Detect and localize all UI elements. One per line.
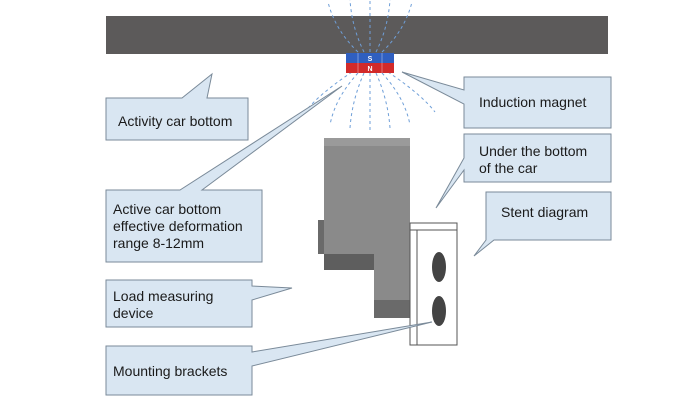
callout-mounting-brackets: Mounting brackets	[105, 321, 433, 396]
callout-load-line1: Load measuring	[113, 288, 213, 304]
magnet-south-pole	[346, 53, 394, 63]
callout-activity-car-bottom: Activity car bottom	[105, 72, 249, 141]
callout-activity-car-bottom-text: Activity car bottom	[118, 113, 232, 129]
stent-bracket	[409, 222, 458, 346]
callout-deformation-line1: Active car bottom	[113, 201, 221, 217]
magnet-north-label: N	[367, 66, 372, 73]
bracket-hole-lower	[432, 296, 446, 326]
callout-stent-diagram: Stent diagram	[473, 191, 612, 257]
load-measuring-device	[318, 138, 410, 318]
callout-under-bottom-line2: of the car	[479, 160, 538, 176]
magnet-north-pole	[346, 63, 394, 73]
magnet-south-label: S	[368, 56, 373, 63]
callout-deformation-line3: range 8-12mm	[113, 235, 204, 251]
callout-induction-magnet: Induction magnet	[401, 71, 612, 129]
magnetic-field-lines	[304, 0, 436, 130]
device-shadow	[324, 254, 374, 270]
callout-deformation-range: Active car bottom effective deformation …	[105, 85, 343, 263]
callout-load-line2: device	[113, 305, 154, 321]
callout-load-measuring-device: Load measuring device	[105, 279, 293, 328]
callout-stent-diagram-text: Stent diagram	[501, 204, 588, 220]
callout-induction-magnet-text: Induction magnet	[479, 94, 587, 110]
callout-deformation-line2: effective deformation	[113, 218, 243, 234]
device-body	[324, 138, 410, 318]
callout-under-bottom: Under the bottom of the car	[435, 133, 612, 209]
callout-mounting-brackets-text: Mounting brackets	[113, 363, 227, 379]
bracket-hole-upper	[432, 252, 446, 282]
callout-under-bottom-line1: Under the bottom	[479, 143, 587, 159]
induction-magnet: S N	[346, 53, 394, 73]
